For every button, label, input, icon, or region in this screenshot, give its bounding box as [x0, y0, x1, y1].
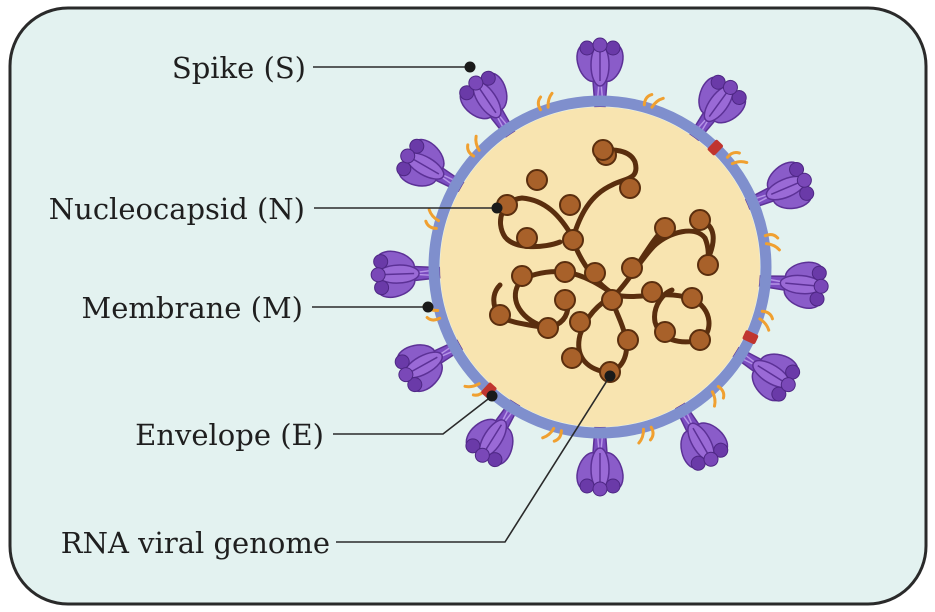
- nucleocapsid-bead-icon: [654, 321, 676, 343]
- nucleocapsid-bead-icon: [584, 262, 606, 284]
- viral-envelope-ring: [428, 95, 772, 439]
- label-nucleocapsid: Nucleocapsid (N): [49, 192, 305, 226]
- nucleocapsid-bead-icon: [617, 329, 639, 351]
- nucleocapsid-bead-icon: [516, 227, 538, 249]
- nucleocapsid-bead-icon: [554, 289, 576, 311]
- pointer-dots: [422, 61, 616, 402]
- nucleocapsid-bead-icon: [526, 169, 548, 191]
- nucleocapsid-bead-icon: [601, 289, 623, 311]
- rna-pointer-dot: [604, 370, 616, 382]
- nucleocapsid-bead-icon: [697, 254, 719, 276]
- nucleocapsid-bead-icon: [489, 304, 511, 326]
- envelope-pointer-dot: [486, 390, 498, 402]
- nucleocapsid-bead-icon: [641, 281, 663, 303]
- nucleocapsid-bead-icon: [689, 209, 711, 231]
- nucleocapsid-bead-icon: [592, 139, 614, 161]
- nucleocapsid-bead-icon: [537, 317, 559, 339]
- nucleocapsid-bead-icon: [621, 257, 643, 279]
- nucleocapsid-bead-icon: [619, 177, 641, 199]
- leader-lines: [312, 66, 611, 543]
- nucleocapsid-proteins: [489, 139, 719, 383]
- nucleocapsid-bead-icon: [562, 229, 584, 251]
- nucleocapsid-pointer-dot: [491, 202, 503, 214]
- nucleocapsid-bead-icon: [559, 194, 581, 216]
- nucleocapsid-bead-icon: [554, 261, 576, 283]
- nucleocapsid-bead-icon: [689, 329, 711, 351]
- nucleocapsid-bead-icon: [569, 311, 591, 333]
- nucleocapsid-bead-icon: [654, 217, 676, 239]
- spike-pointer-dot: [464, 61, 476, 73]
- label-spike: Spike (S): [172, 51, 306, 85]
- nucleocapsid-bead-icon: [511, 265, 533, 287]
- label-envelope: Envelope (E): [135, 418, 324, 452]
- label-rna-viral-genome: RNA viral genome: [61, 526, 330, 560]
- nucleocapsid-bead-icon: [681, 287, 703, 309]
- membrane-pointer-dot: [422, 301, 434, 313]
- nucleocapsid-bead-icon: [561, 347, 583, 369]
- label-membrane: Membrane (M): [82, 291, 303, 325]
